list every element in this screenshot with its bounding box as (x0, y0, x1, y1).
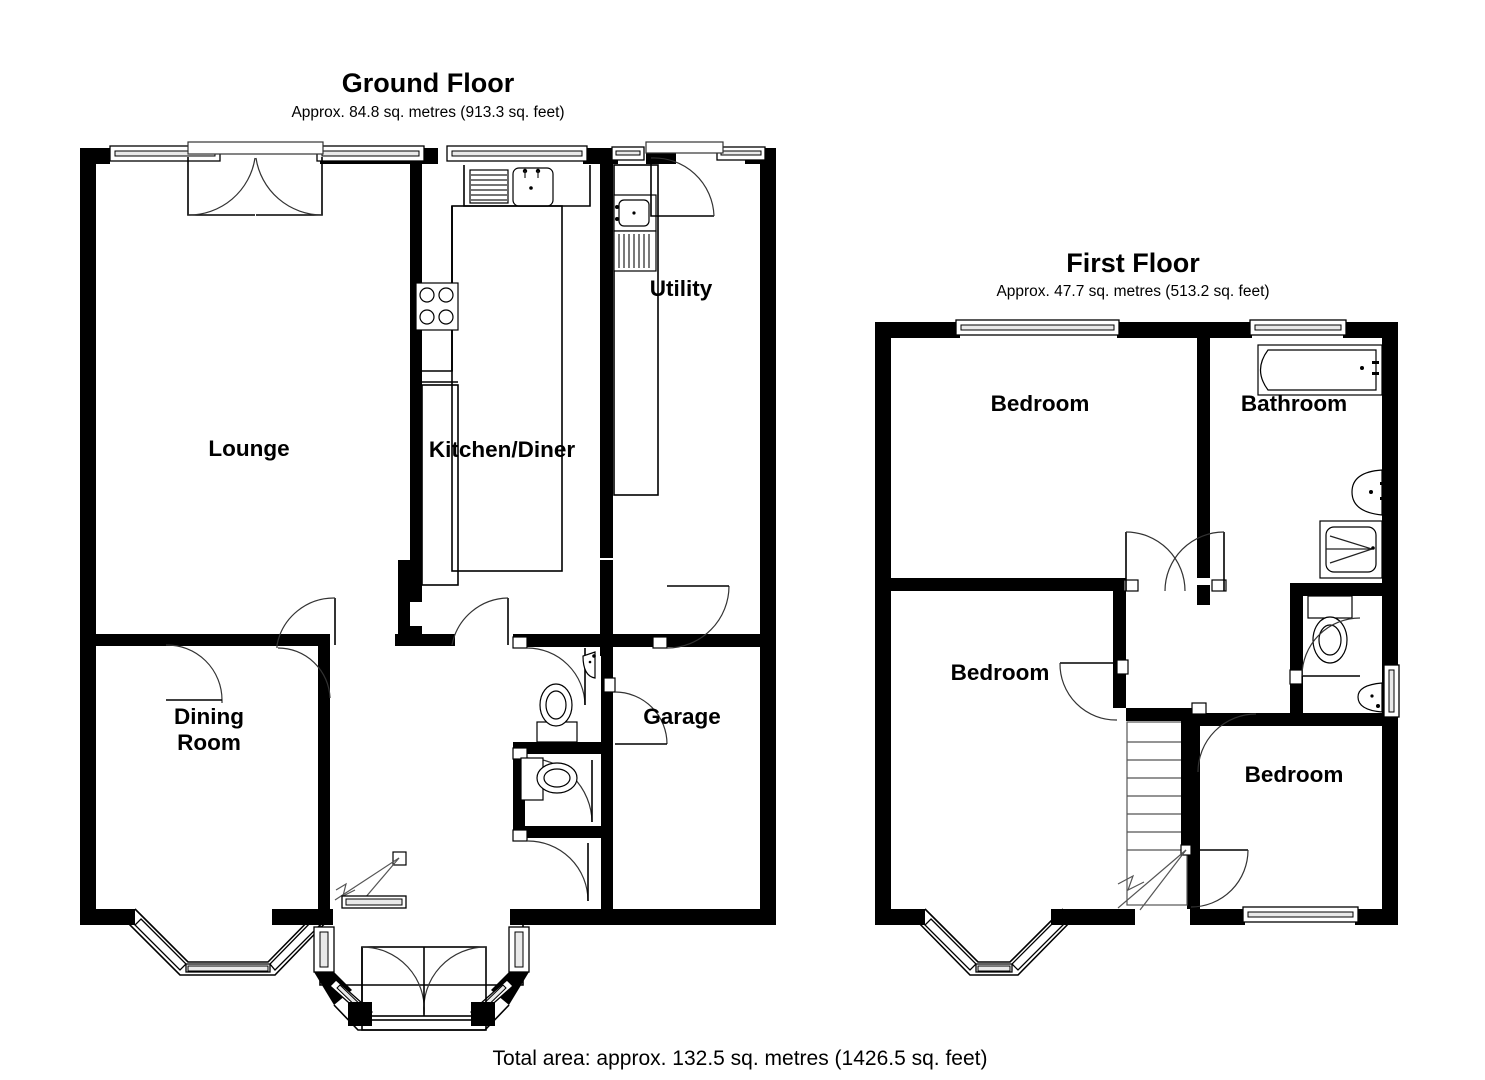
window-utility-left (611, 146, 645, 161)
ground-floor-doors (165, 585, 730, 902)
ground-floor-sanitary (520, 651, 596, 801)
window-landing-right (1383, 664, 1400, 718)
window-bedroom1 (955, 319, 1120, 336)
utility-sink-icon (613, 194, 657, 232)
porch-window-right (508, 926, 530, 973)
french-doors-lounge (187, 141, 324, 216)
window-utility-right (716, 146, 766, 161)
ground-floor-plan: Lounge Kitchen/Diner Utility Dining Room… (80, 141, 776, 1031)
bay-window-bedroom2 (912, 908, 1076, 976)
bay-window-dining (121, 908, 332, 976)
window-bedroom3-bottom (1242, 906, 1359, 923)
window-kitchen (446, 145, 588, 162)
window-lounge-right (316, 145, 425, 162)
ground-floor-walls (80, 148, 776, 925)
first-floor-windows (955, 319, 1400, 923)
staircase (1117, 720, 1249, 911)
total-area-label: Total area: approx. 132.5 sq. metres (14… (493, 1047, 988, 1070)
ground-floor-subtitle: Approx. 84.8 sq. metres (913.3 sq. feet) (291, 104, 564, 121)
room-label-bathroom: Bathroom (1241, 391, 1347, 416)
ground-floor-title: Ground Floor (342, 68, 515, 98)
first-floor-subtitle: Approx. 47.7 sq. metres (513.2 sq. feet) (996, 283, 1269, 300)
room-label-dining-room-line2: Room (177, 730, 241, 755)
hob-icon (415, 282, 459, 331)
room-label-bedroom-3: Bedroom (1245, 762, 1344, 787)
first-floor-plan: Bedroom Bathroom Bedroom Bedroom (875, 319, 1400, 976)
first-floor-sanitary (1257, 344, 1387, 713)
utility-drainer-icon (613, 230, 657, 272)
entrance-porch (313, 909, 530, 1031)
sink-icon (512, 167, 554, 207)
room-label-bedroom-1: Bedroom (991, 391, 1090, 416)
bathtub-icon (1257, 344, 1383, 396)
porch-window-left (313, 926, 335, 973)
first-floor-walls (875, 322, 1398, 925)
first-floor-title: First Floor (1066, 248, 1200, 278)
wc-basin-icon (582, 651, 596, 679)
toilet-icon-first-floor (1307, 595, 1353, 664)
kitchen-fittings (415, 165, 591, 586)
utility-fittings (613, 141, 724, 496)
window-bathroom (1249, 319, 1347, 336)
first-floor-doors (1059, 531, 1361, 773)
wash-basin-icon (1351, 469, 1387, 516)
stairs-down-indicator (334, 851, 407, 909)
room-label-dining-room-line1: Dining (174, 704, 244, 729)
room-label-kitchen-diner: Kitchen/Diner (429, 437, 576, 462)
drainer-icon (469, 169, 509, 204)
room-label-bedroom-2: Bedroom (951, 660, 1050, 685)
wc-toilet-icon-1 (536, 683, 578, 743)
shower-tray-icon (1319, 520, 1383, 579)
room-label-lounge: Lounge (208, 436, 289, 461)
door-utility (645, 141, 724, 217)
wc-toilet-icon-2 (520, 757, 578, 801)
room-label-garage: Garage (643, 704, 721, 729)
cloakroom-basin-icon (1357, 682, 1383, 713)
room-label-utility: Utility (650, 276, 713, 301)
